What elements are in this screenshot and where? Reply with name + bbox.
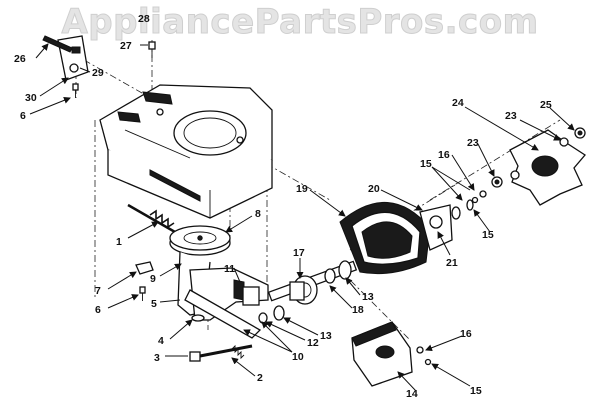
callout-6-top: 6 bbox=[20, 110, 26, 122]
callout-15-mid: 15 bbox=[482, 229, 494, 241]
callout-20: 20 bbox=[368, 183, 380, 195]
callout-labels: 26 27 28 29 30 6 1 8 9 11 7 6 5 4 3 2 10… bbox=[14, 13, 552, 400]
blade-and-nuts bbox=[471, 127, 586, 206]
callout-30: 30 bbox=[25, 92, 37, 104]
handle-bracket bbox=[42, 35, 156, 98]
callout-16-bottom: 16 bbox=[460, 328, 472, 340]
mower-housing bbox=[99, 84, 273, 219]
callout-24: 24 bbox=[452, 97, 464, 109]
callout-27: 27 bbox=[120, 40, 132, 52]
blade-shaft bbox=[258, 260, 358, 324]
callout-10: 10 bbox=[292, 351, 304, 363]
callout-16-top: 16 bbox=[438, 149, 450, 161]
callout-17: 17 bbox=[293, 247, 305, 259]
callout-13-right: 13 bbox=[362, 291, 374, 303]
blade-guard bbox=[339, 199, 474, 275]
callout-11: 11 bbox=[224, 263, 235, 275]
callout-18: 18 bbox=[352, 304, 364, 316]
callout-12: 12 bbox=[307, 337, 319, 349]
callout-28: 28 bbox=[138, 13, 150, 25]
callout-19: 19 bbox=[296, 183, 308, 195]
callout-13-bottom: 13 bbox=[320, 330, 332, 342]
callout-2: 2 bbox=[257, 372, 263, 384]
callout-9: 9 bbox=[150, 273, 156, 285]
callout-25: 25 bbox=[540, 99, 552, 111]
callout-15-top: 15 bbox=[420, 158, 432, 170]
callout-6-bottom: 6 bbox=[95, 304, 101, 316]
callout-7: 7 bbox=[95, 285, 101, 297]
callout-26: 26 bbox=[14, 53, 26, 65]
pulley-cover bbox=[351, 321, 432, 387]
callout-4: 4 bbox=[158, 335, 164, 347]
callout-8: 8 bbox=[255, 208, 261, 220]
callout-21: 21 bbox=[446, 257, 458, 269]
callout-15-bottom: 15 bbox=[470, 385, 482, 397]
callout-23-right: 23 bbox=[505, 110, 517, 122]
watermark: AppliancePartsPros.com bbox=[61, 2, 539, 43]
drive-bracket bbox=[184, 267, 269, 339]
callout-3: 3 bbox=[154, 352, 160, 364]
fasteners-left bbox=[135, 261, 253, 362]
callout-14: 14 bbox=[406, 388, 418, 400]
callout-1: 1 bbox=[116, 236, 122, 248]
callout-5: 5 bbox=[151, 298, 157, 310]
callout-29: 29 bbox=[92, 67, 104, 79]
callout-23-left: 23 bbox=[467, 137, 479, 149]
leader-lines bbox=[29, 43, 575, 392]
